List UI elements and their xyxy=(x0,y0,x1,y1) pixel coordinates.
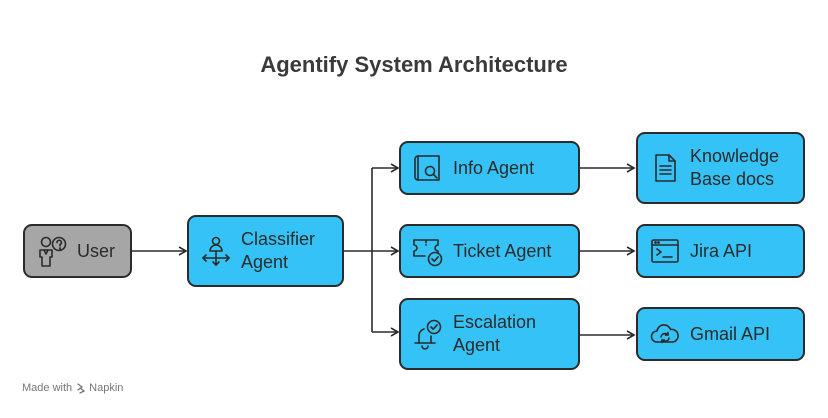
info-agent-label: Info Agent xyxy=(453,157,535,178)
code-window-icon xyxy=(651,239,679,263)
book-search-icon xyxy=(414,155,440,181)
ticket-agent-label: Ticket Agent xyxy=(453,240,552,261)
user-label: User xyxy=(77,240,116,261)
router-person-icon xyxy=(202,236,230,266)
jira-api-label: Jira API xyxy=(690,240,753,261)
made-with-footer: Made with Napkin xyxy=(22,382,123,394)
knowledge-base-label: Knowledge Base docs xyxy=(690,146,780,189)
napkin-brand: Napkin xyxy=(89,382,124,394)
user-node[interactable]: User xyxy=(23,224,132,278)
classifier-agent-node[interactable]: Classifier Agent xyxy=(187,215,344,287)
info-agent-node[interactable]: Info Agent xyxy=(399,141,580,195)
cloud-sync-icon xyxy=(650,324,679,344)
napkin-logo-icon xyxy=(77,382,86,394)
diagram-title: Agentify System Architecture xyxy=(260,52,568,77)
classifier-agent-label: Classifier Agent xyxy=(241,229,316,272)
gmail-api-label: Gmail API xyxy=(690,323,771,344)
made-with-text: Made with xyxy=(22,382,73,394)
jira-api-node[interactable]: Jira API xyxy=(636,224,805,278)
escalation-agent-label: Escalation Agent xyxy=(453,312,537,355)
ticket-agent-node[interactable]: Ticket Agent xyxy=(399,224,580,278)
escalation-agent-node[interactable]: Escalation Agent xyxy=(399,298,580,370)
gmail-api-node[interactable]: Gmail API xyxy=(636,307,805,361)
bell-check-icon xyxy=(414,319,442,350)
ticket-check-icon xyxy=(413,239,443,267)
knowledge-base-node[interactable]: Knowledge Base docs xyxy=(636,132,805,204)
user-question-icon xyxy=(39,236,67,267)
document-icon xyxy=(655,154,676,182)
